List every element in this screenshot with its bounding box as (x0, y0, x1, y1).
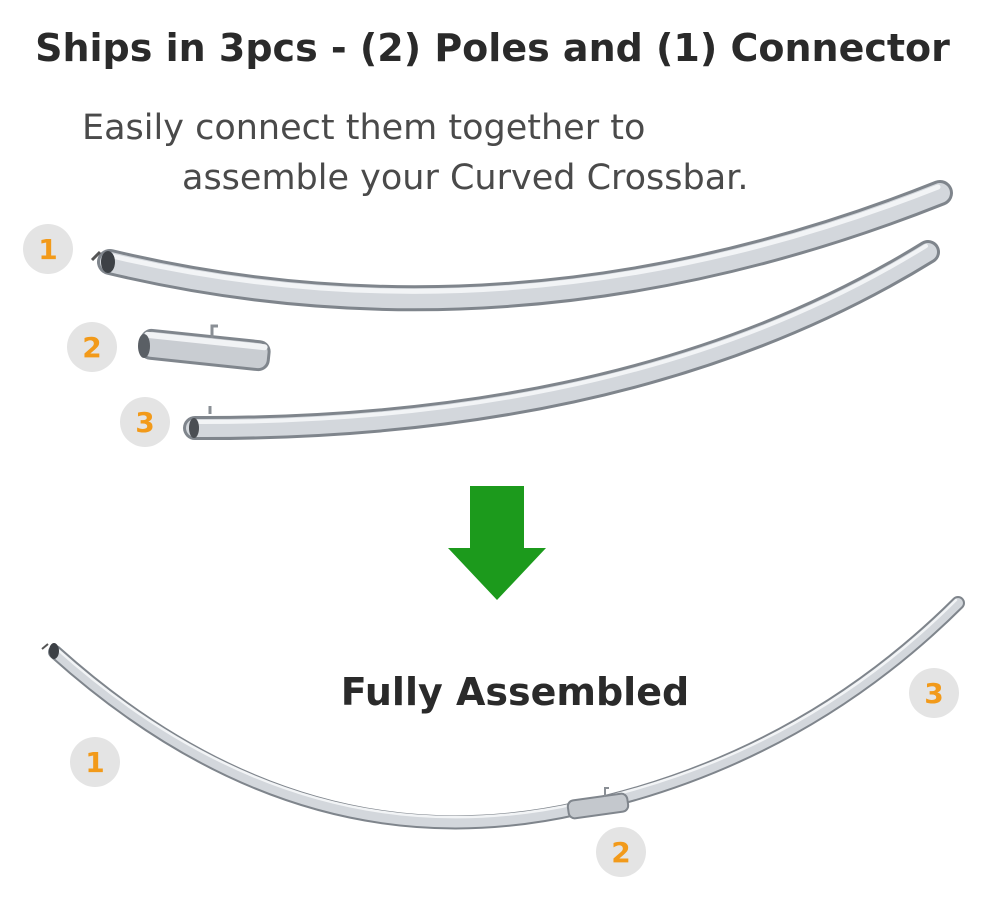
badge-part-3-top: 3 (120, 397, 170, 447)
badge-part-2-top: 2 (67, 322, 117, 372)
page-title: Ships in 3pcs - (2) Poles and (1) Connec… (35, 26, 950, 70)
pole-3-top (183, 240, 940, 441)
fully-assembled-label: Fully Assembled (340, 670, 690, 714)
badge-part-3-bottom: 3 (909, 668, 959, 718)
badge-part-1-bottom: 1 (70, 737, 120, 787)
assembled-crossbar (41, 596, 965, 830)
subtitle-line-1: Easily connect them together to (82, 108, 646, 148)
subtitle-line-2: assemble your Curved Crossbar. (182, 158, 749, 198)
pole-1-top (90, 180, 953, 312)
badge-part-1-top: 1 (23, 224, 73, 274)
down-arrow-icon (448, 486, 546, 600)
connector-2-top (138, 324, 271, 372)
badge-part-2-bottom: 2 (596, 827, 646, 877)
